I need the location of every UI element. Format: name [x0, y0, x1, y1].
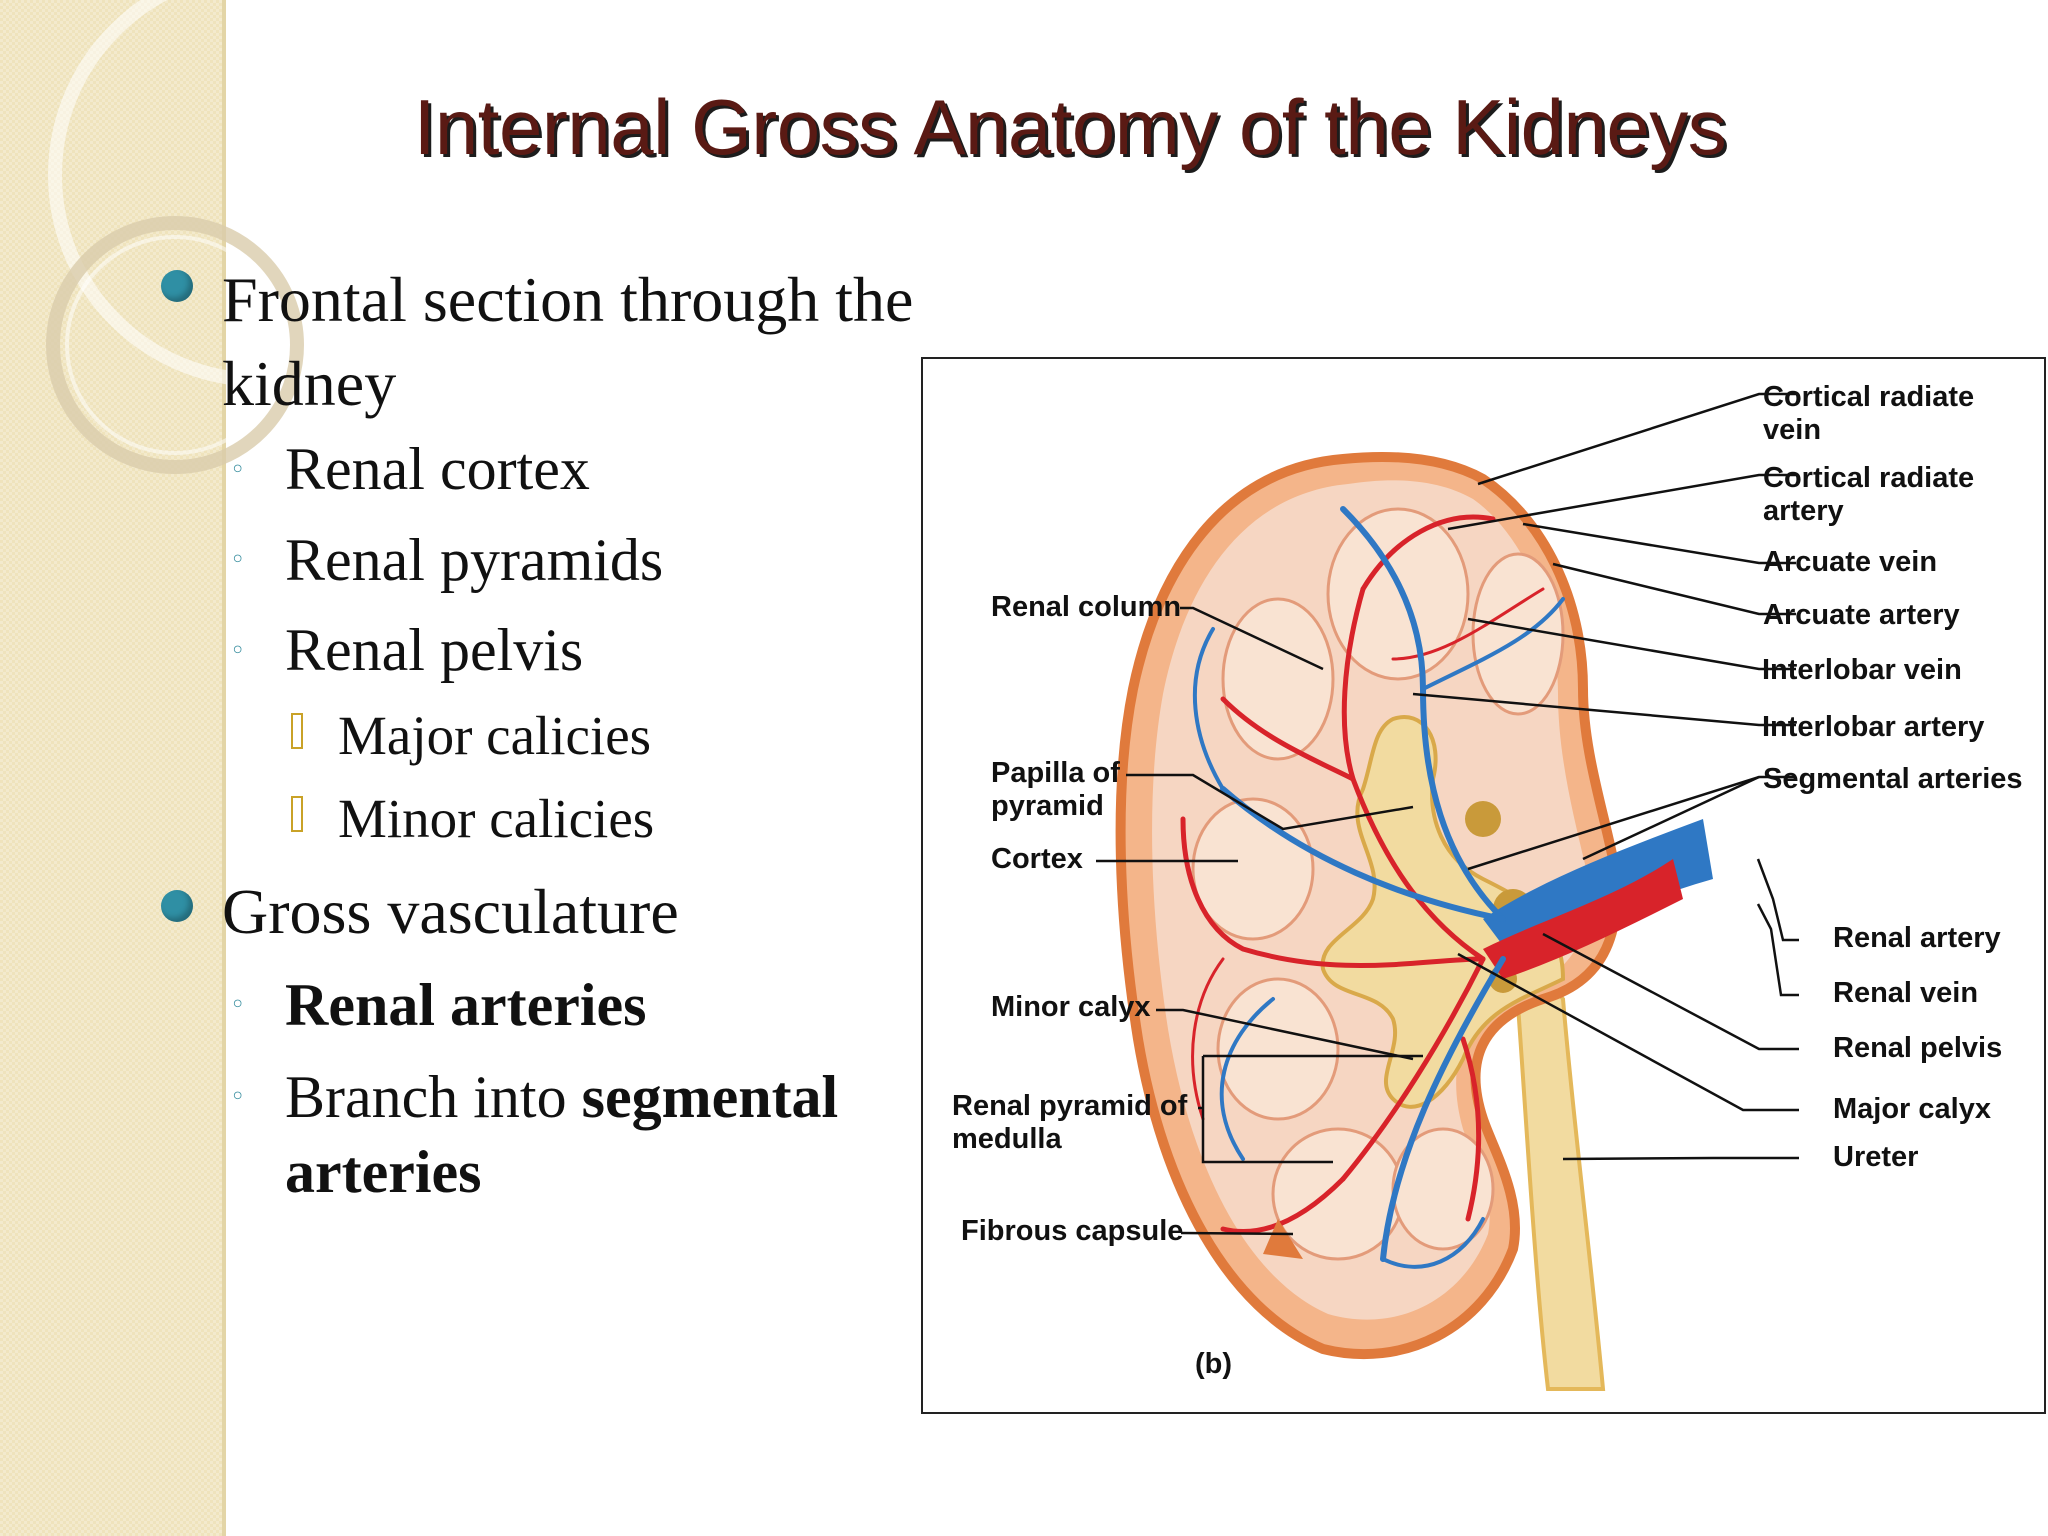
sub-bullet-ring-icon: ◦ — [230, 455, 246, 485]
sub-bullet-ring-icon: ◦ — [230, 990, 246, 1020]
label-segmental-arteries: Segmental arteries — [1763, 763, 2023, 795]
sub-bullet-ring-icon: ◦ — [230, 636, 246, 666]
sub-sub-bullet-square-icon — [291, 713, 303, 749]
label-renal-artery: Renal artery — [1833, 922, 2001, 954]
fibrous-capsule-marker — [1263, 1219, 1303, 1259]
bullet-minor-calicies: Minor calicies — [338, 788, 655, 849]
label-cortical-radiate-artery: Cortical radiate artery — [1763, 462, 1975, 527]
label-interlobar-vein: Interlobar vein — [1762, 654, 1962, 686]
leader-lines — [1096, 392, 1799, 1236]
label-fibrous-capsule: Fibrous capsule — [961, 1215, 1184, 1247]
label-major-calyx: Major calyx — [1833, 1093, 1991, 1125]
sub-bullet-ring-icon: ◦ — [230, 1082, 246, 1112]
bullet-frontal-line1: Frontal section through the — [222, 264, 914, 335]
label-arcuate-vein: Arcuate vein — [1763, 546, 1938, 578]
label-arcuate-artery: Arcuate artery — [1763, 599, 1960, 631]
renal-pyramid-shape — [1326, 507, 1470, 681]
calyx-shadow — [1465, 801, 1501, 837]
label-papilla-of-pyramid: Papilla of pyramid — [991, 757, 1120, 822]
sub-sub-bullet-square-icon — [291, 796, 303, 832]
bullet-renal-cortex: Renal cortex — [285, 436, 590, 502]
bullet-major-calicies: Major calicies — [338, 705, 652, 766]
bullet-branch-text: Branch into — [285, 1064, 582, 1130]
decorative-rings — [46, 0, 420, 474]
bullet-arteries-bold: arteries — [285, 1139, 482, 1205]
bullet-renal-arteries: Renal arteries — [285, 972, 647, 1038]
bullet-frontal-section: Frontal section through the kidney — [222, 258, 982, 426]
label-renal-vein: Renal vein — [1833, 977, 1979, 1009]
artery-branches — [1180, 514, 1545, 1235]
bullet-segmental-bold: segmental — [581, 1064, 839, 1130]
bullet-gross-vasculature: Gross vasculature — [222, 876, 679, 947]
renal-artery-shape — [1483, 859, 1683, 979]
ureter-shape — [1510, 932, 1606, 1391]
label-minor-calyx: Minor calyx — [991, 991, 1151, 1023]
bullet-branch-segmental: Branch into segmental arteries — [285, 1060, 905, 1210]
bullet-renal-pyramids: Renal pyramids — [285, 527, 664, 593]
label-interlobar-artery: Interlobar artery — [1762, 711, 1985, 743]
kidney-figure: Cortical radiate vein Cortical radiate a… — [921, 357, 2046, 1414]
vein-branches — [1192, 506, 1565, 1269]
bullet-frontal-line2: kidney — [222, 348, 397, 419]
label-cortex: Cortex — [991, 843, 1083, 875]
bullet-dot-icon — [161, 270, 193, 302]
renal-pyramid-shape — [1216, 977, 1340, 1121]
label-ureter: Ureter — [1833, 1141, 1919, 1173]
label-renal-pyramid-of-medulla: Renal pyramid of medulla — [952, 1090, 1188, 1155]
bullet-renal-pelvis: Renal pelvis — [285, 617, 584, 683]
slide-title: Internal Gross Anatomy of the Kidneys — [413, 83, 1727, 171]
kidney-illustration — [1096, 392, 1799, 1391]
label-renal-pelvis: Renal pelvis — [1833, 1032, 2003, 1064]
renal-pyramid-shape — [1221, 597, 1335, 761]
label-cortical-radiate-vein: Cortical radiate vein — [1763, 381, 1975, 446]
bullet-dot-icon — [161, 890, 193, 922]
sidebar-edge — [222, 0, 226, 1536]
sub-bullet-ring-icon: ◦ — [230, 545, 246, 575]
label-panel-tag: (b) — [1195, 1348, 1233, 1380]
label-renal-column: Renal column — [991, 591, 1182, 623]
